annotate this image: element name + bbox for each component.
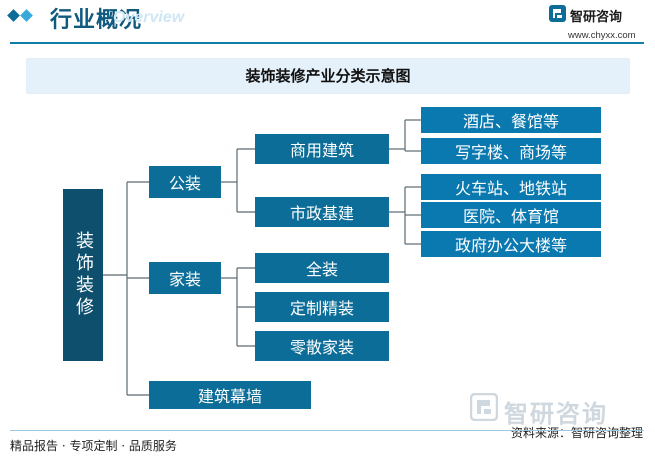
brand-logo-icon — [549, 5, 566, 22]
node-scattered-home-label: 零散家装 — [289, 338, 354, 357]
brand-url: www.chyxx.com — [568, 30, 636, 41]
node-curtain-wall-label: 建筑幕墙 — [197, 387, 262, 406]
watermark-text: 智研咨询 — [504, 400, 608, 428]
node-custom-decoration-label: 定制精装 — [289, 299, 354, 318]
node-custom-decoration: 定制精装 — [255, 292, 389, 322]
page-subtitle: Overview — [113, 9, 185, 26]
node-hospital-stadium-label: 医院、体育馆 — [462, 207, 559, 226]
header-divider — [10, 42, 644, 44]
root-node-label: 装饰装修 — [73, 231, 94, 319]
node-home-decoration-label: 家装 — [168, 270, 201, 289]
node-government-office-label: 政府办公大楼等 — [454, 236, 567, 255]
node-hotel-restaurant: 酒店、餐馆等 — [421, 107, 601, 133]
node-scattered-home: 零散家装 — [255, 331, 389, 361]
footer-slogan: 精品报告 · 专项定制 · 品质服务 — [10, 439, 177, 453]
node-hotel-restaurant-label: 酒店、餐馆等 — [462, 112, 559, 131]
footer-divider — [10, 430, 644, 431]
page-title: 行业概况 — [50, 8, 143, 33]
node-curtain-wall: 建筑幕墙 — [149, 381, 311, 409]
source-note: 资料来源：智研咨询整理 — [510, 426, 643, 440]
node-office-mall-label: 写字楼、商场等 — [454, 143, 567, 162]
node-station-metro-label: 火车站、地铁站 — [454, 179, 567, 198]
node-station-metro: 火车站、地铁站 — [421, 174, 601, 200]
node-hospital-stadium: 医院、体育馆 — [421, 202, 601, 228]
node-office-mall: 写字楼、商场等 — [421, 138, 601, 164]
node-home-decoration: 家装 — [149, 262, 221, 294]
node-full-decoration: 全装 — [255, 253, 389, 283]
node-commercial-building-label: 商用建筑 — [289, 141, 354, 160]
node-government-office: 政府办公大楼等 — [421, 231, 601, 257]
brand-name: 智研咨询 — [570, 10, 623, 25]
diagram-title: 装饰装修产业分类示意图 — [245, 67, 411, 85]
node-municipal-infrastructure: 市政基建 — [255, 197, 389, 227]
watermark-logo-icon — [470, 393, 498, 421]
node-municipal-infrastructure-label: 市政基建 — [289, 204, 354, 223]
root-node: 装饰装修 — [63, 189, 103, 361]
node-public-decoration-label: 公装 — [168, 174, 201, 193]
node-public-decoration: 公装 — [149, 166, 221, 198]
diagram-title-bar: 装饰装修产业分类示意图 — [26, 58, 630, 94]
node-commercial-building: 商用建筑 — [255, 134, 389, 164]
node-full-decoration-label: 全装 — [305, 260, 338, 279]
